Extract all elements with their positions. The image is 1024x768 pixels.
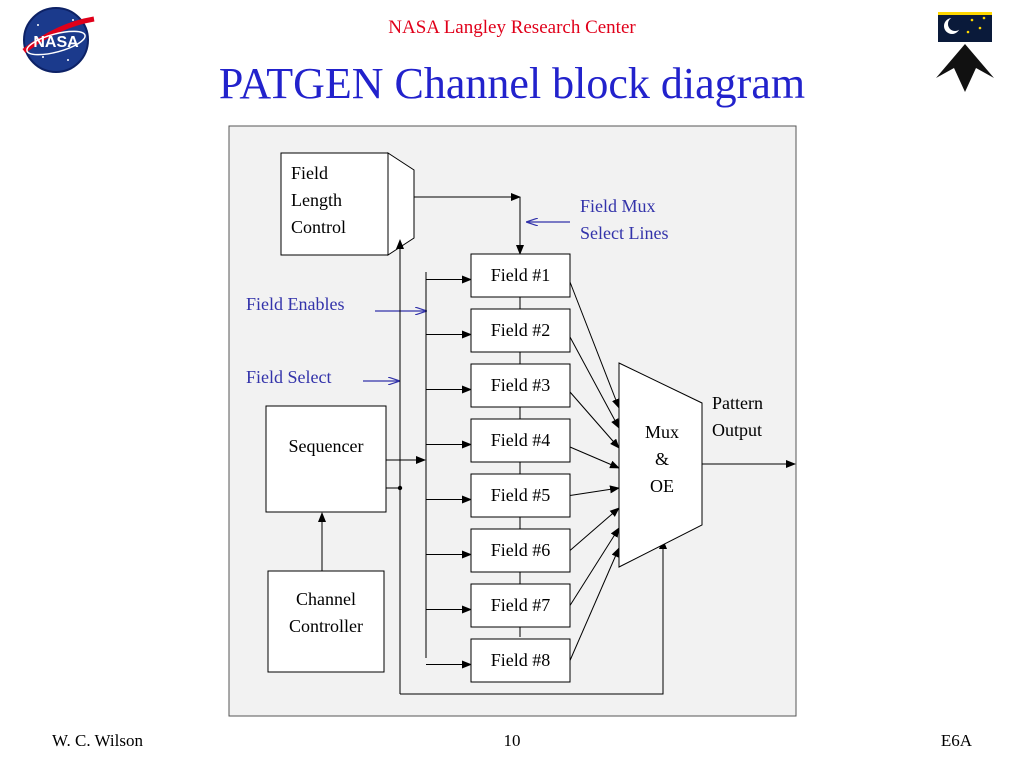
field-output-arrow [569, 547, 620, 661]
pattern-output-line-1: Pattern [712, 393, 763, 413]
field-length-control-block: Field Length Control [280, 152, 415, 256]
footer-author: W. C. Wilson [52, 731, 143, 750]
channel-controller-block: Channel Controller [267, 570, 385, 673]
field-enables-label: Field Enables [246, 294, 344, 314]
footer-slide-code: E6A [940, 731, 972, 750]
field-output-arrow [569, 527, 620, 606]
field-select-label: Field Select [246, 367, 331, 387]
field-mux-label-line-1: Field Mux [580, 196, 656, 216]
field-output-arrow [569, 336, 620, 429]
field-mux-label-line-2: Select Lines [580, 223, 668, 243]
channel-controller-line-2: Controller [289, 616, 363, 636]
fields-group: Field #1 Field #2 Field #3 Field #4 Field #5… [426, 253, 620, 683]
field-box [470, 583, 571, 628]
nasa-logo: NASA [22, 7, 95, 73]
mux-label-line-1: Mux [645, 422, 679, 442]
footer-page-number: 10 [503, 731, 521, 750]
mux-label-line-2: & [655, 449, 669, 469]
output-enable-line [400, 539, 667, 695]
field-output-arrow [569, 485, 620, 496]
field-label: Field #2 [491, 320, 551, 340]
field-label: Field #5 [491, 485, 551, 505]
field-box [470, 418, 571, 463]
mux-block: Mux & OE [618, 362, 703, 568]
mux-label-line-3: OE [650, 476, 674, 496]
field-label: Field #1 [491, 265, 551, 285]
field-label: Field #8 [491, 650, 551, 670]
field-box [470, 473, 571, 518]
field-output-arrow [569, 281, 620, 409]
nasa-logo-text: NASA [33, 34, 79, 51]
field-label: Field #4 [491, 430, 551, 450]
channel-controller-line-1: Channel [296, 589, 356, 609]
field-length-control-line-2: Length [291, 190, 342, 210]
field-output-arrow [569, 446, 620, 469]
slide-title: PATGEN Channel block diagram [218, 59, 806, 108]
field-label: Field #7 [491, 595, 551, 615]
sequencer-block: Sequencer [265, 405, 387, 513]
field-label: Field #3 [491, 375, 551, 395]
field-output-arrow [569, 391, 620, 449]
pattern-output-line-2: Output [712, 420, 762, 440]
sequencer-label: Sequencer [289, 436, 364, 456]
field-output-arrow [569, 507, 620, 551]
field-length-control-line-1: Field [291, 163, 328, 183]
organization-name: NASA Langley Research Center [388, 17, 636, 38]
field-box [470, 363, 571, 408]
field-box [470, 308, 571, 353]
field-box [470, 253, 571, 298]
insignia-icon [936, 12, 994, 92]
field-label: Field #6 [491, 540, 551, 560]
field-length-control-line-3: Control [291, 217, 346, 237]
